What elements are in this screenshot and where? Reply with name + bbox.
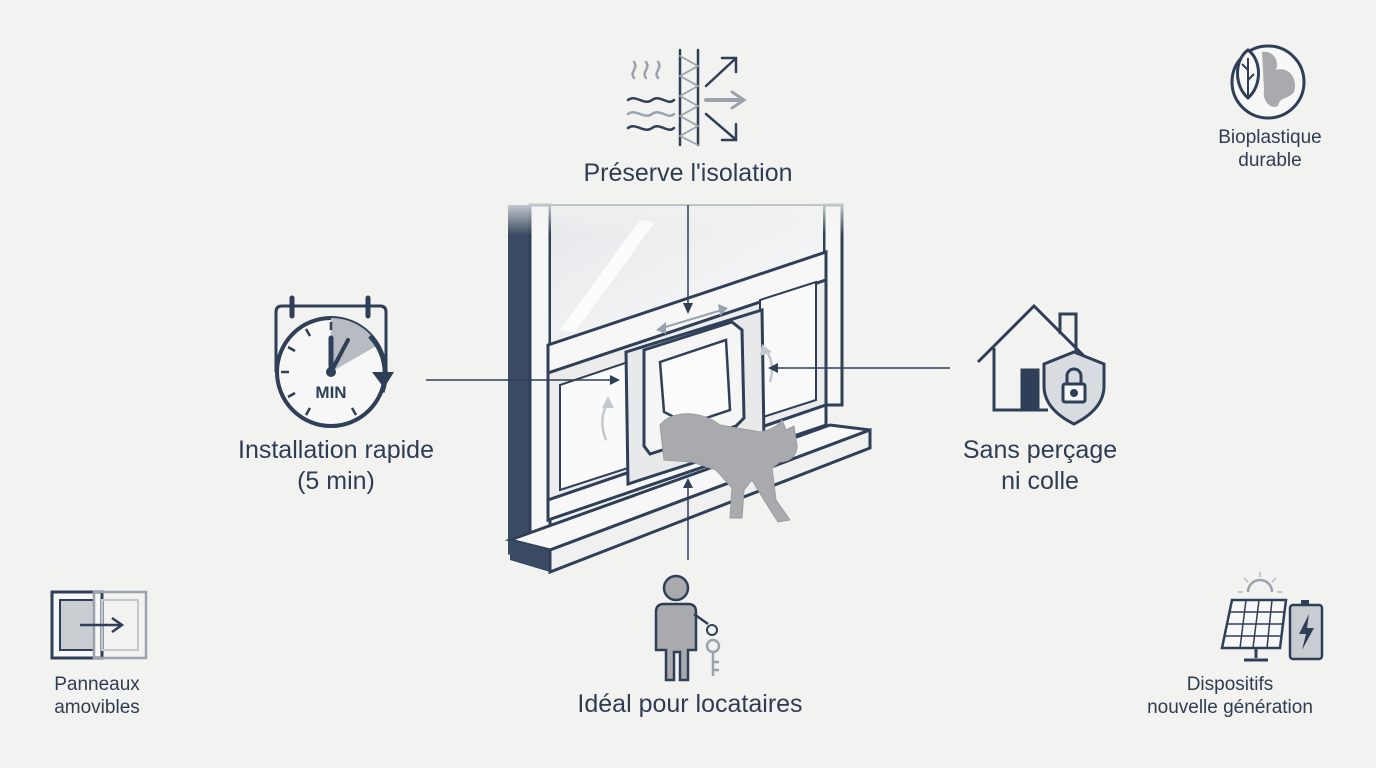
solar-battery-icon <box>1220 572 1324 662</box>
removable-panels-icon <box>50 590 148 660</box>
insulation-icon <box>626 48 747 147</box>
feature-label-removable-panels-line1: Panneaux <box>54 674 140 695</box>
feature-label-next-gen-devices-line1: Dispositifs <box>1186 674 1274 695</box>
feature-label-bioplastic-line1: Bioplastique <box>1218 127 1322 148</box>
feature-label-isolation: Préserve l'isolation <box>583 159 793 187</box>
cat-silhouette <box>659 413 798 523</box>
feature-label-removable-panels: Panneaux amovibles <box>22 673 172 719</box>
feature-label-installation-line1: Installation rapide <box>238 436 434 464</box>
feature-label-no-drilling-line2: ni colle <box>1001 466 1079 495</box>
clock-min-text: MIN <box>315 383 346 402</box>
feature-label-installation: Installation rapide (5 min) <box>206 435 466 496</box>
feature-label-bioplastic-line2: durable <box>1238 150 1302 172</box>
connector-lines <box>426 205 950 560</box>
feature-label-next-gen-devices-line2: nouvelle génération <box>1147 697 1313 719</box>
feature-label-next-gen-devices: Dispositifs nouvelle génération <box>1120 673 1340 719</box>
feature-label-installation-line2: (5 min) <box>297 466 375 495</box>
feature-label-bioplastic: Bioplastique durable <box>1180 126 1360 172</box>
leaf-globe-icon <box>1230 44 1306 120</box>
person-key-icon <box>654 574 721 682</box>
feature-label-no-drilling: Sans perçage ni colle <box>935 435 1145 496</box>
clock-calendar-icon: MIN <box>274 295 394 428</box>
house-shield-icon <box>976 303 1106 426</box>
window-illustration <box>500 195 872 575</box>
feature-label-removable-panels-line2: amovibles <box>54 697 140 719</box>
feature-label-no-drilling-line1: Sans perçage <box>962 436 1118 464</box>
feature-label-renters: Idéal pour locataires <box>577 690 803 718</box>
